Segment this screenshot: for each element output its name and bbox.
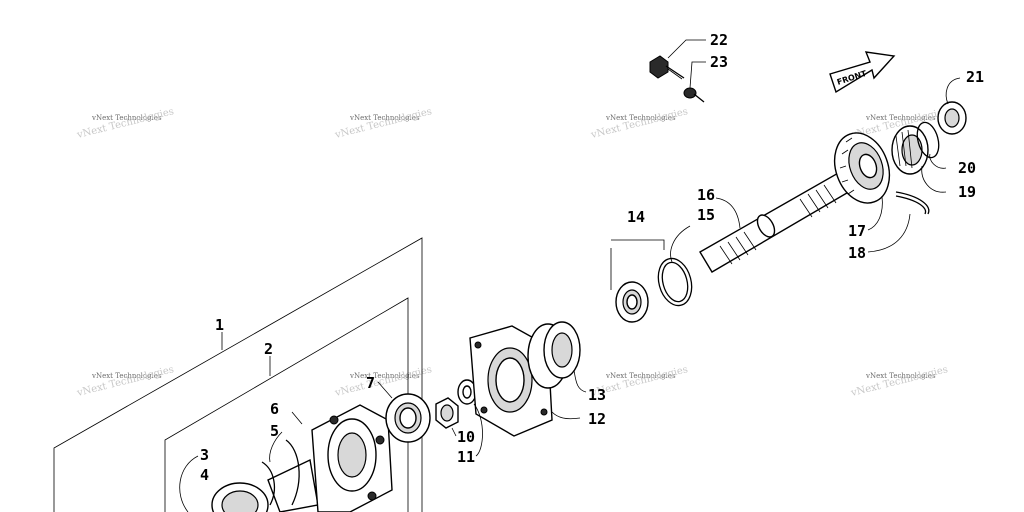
leader-lines xyxy=(179,39,961,512)
assembly-outline-1 xyxy=(53,237,423,512)
callout-labels: 1 2 3 4 5 6 7 10 11 12 13 14 15 16 17 18… xyxy=(200,31,984,484)
watermark-shadow-3: vNext Technologies xyxy=(589,106,689,141)
callout-11: 11 xyxy=(457,448,475,466)
watermark-1: vNext Technologies xyxy=(91,114,162,122)
callout-12: 12 xyxy=(588,410,606,428)
callout-3: 3 xyxy=(200,446,209,464)
watermark-shadow-1: vNext Technologies xyxy=(75,106,175,141)
nut-part xyxy=(435,397,459,429)
callout-7: 7 xyxy=(366,374,375,392)
snap-ring xyxy=(657,257,693,307)
callout-14: 14 xyxy=(627,208,645,226)
watermark-6: vNext Technologies xyxy=(349,372,420,380)
callout-10: 10 xyxy=(457,428,475,446)
watermark-7: vNext Technologies xyxy=(605,372,676,380)
bolt-part xyxy=(649,55,685,80)
callout-23: 23 xyxy=(710,53,728,71)
output-shaft xyxy=(699,171,853,273)
bearing-race xyxy=(916,121,940,159)
bearing-part xyxy=(615,281,649,323)
callout-13: 13 xyxy=(588,386,606,404)
callout-15: 15 xyxy=(697,206,715,224)
callout-1: 1 xyxy=(215,316,224,334)
callout-6: 6 xyxy=(270,400,279,418)
watermark-shadow-2: vNext Technologies xyxy=(333,106,433,141)
callout-19: 19 xyxy=(958,183,976,201)
retaining-clip xyxy=(895,191,930,215)
hub-housing xyxy=(211,404,393,512)
watermark-4: vNext Technologies xyxy=(865,114,936,122)
callout-2: 2 xyxy=(264,340,273,358)
callout-4: 4 xyxy=(200,466,209,484)
callout-18: 18 xyxy=(848,244,866,262)
washer-small-part xyxy=(683,87,705,103)
callout-5: 5 xyxy=(270,422,279,440)
bearing-cup xyxy=(527,321,581,389)
watermark-2: vNext Technologies xyxy=(349,114,420,122)
bevel-gear xyxy=(833,132,891,204)
front-arrow-icon: FRONT xyxy=(829,51,896,94)
callout-20: 20 xyxy=(958,159,976,177)
end-cap xyxy=(937,101,967,135)
washer-part xyxy=(457,379,477,405)
watermark-5: vNext Technologies xyxy=(91,372,162,380)
watermark-8: vNext Technologies xyxy=(865,372,936,380)
watermark-shadow-8: vNext Technologies xyxy=(849,364,949,399)
roller-bearing xyxy=(891,125,929,175)
callout-22: 22 xyxy=(710,31,728,49)
watermark-shadow-5: vNext Technologies xyxy=(75,364,175,399)
watermark-shadow-6: vNext Technologies xyxy=(333,364,433,399)
watermark-3: vNext Technologies xyxy=(605,114,676,122)
callout-17: 17 xyxy=(848,222,866,240)
callout-21: 21 xyxy=(966,68,984,86)
seal-part xyxy=(385,393,431,443)
callout-16: 16 xyxy=(697,186,715,204)
